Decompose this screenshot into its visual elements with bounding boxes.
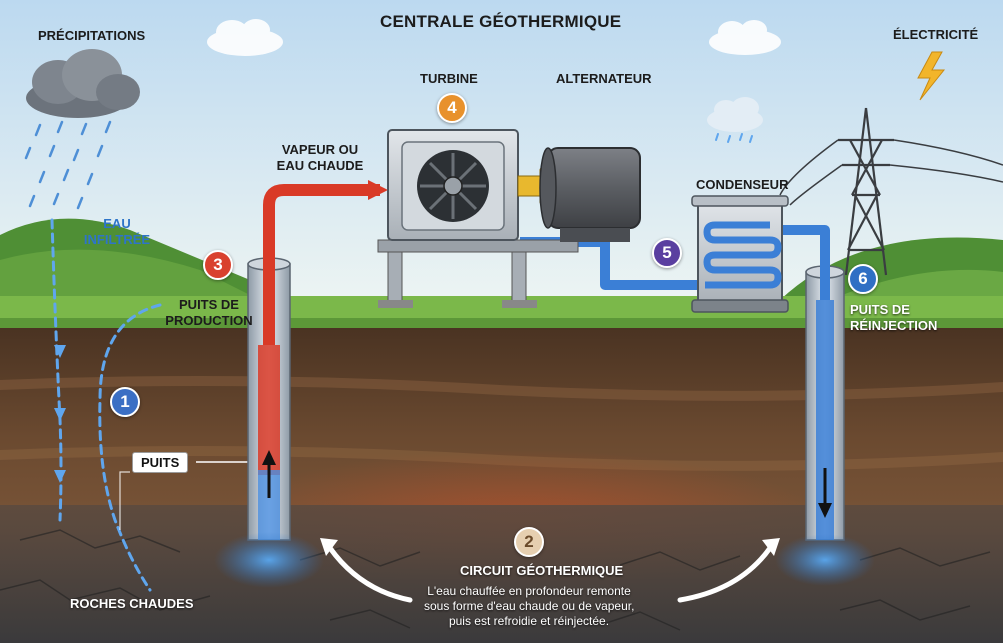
label-roches-chaudes: ROCHES CHAUDES (70, 596, 194, 611)
label-prod-line1: PUITS DE (179, 297, 239, 312)
label-reinj-line1: PUITS DE (850, 302, 910, 317)
step-badge-4: 4 (437, 93, 467, 123)
step-badge-3: 3 (203, 250, 233, 280)
label-circuit-geothermique: CIRCUIT GÉOTHERMIQUE (460, 563, 624, 578)
label-alternateur: ALTERNATEUR (556, 71, 652, 86)
label-eau-line1: EAU (103, 216, 131, 231)
label-condenseur: CONDENSEUR (696, 177, 789, 192)
label-eau-infiltree: EAU INFILTRÉE (82, 216, 152, 248)
label-reinj-line2: RÉINJECTION (850, 318, 938, 333)
label-vapeur-line1: VAPEUR OU (281, 142, 359, 157)
label-puits: PUITS (132, 452, 189, 473)
page-title: CENTRALE GÉOTHERMIQUE (380, 12, 622, 31)
circuit-description: L'eau chauffée en profondeur remonte sou… (424, 584, 634, 629)
rain-cloud-icon (24, 49, 140, 210)
lightning-icon (917, 51, 946, 101)
label-precipitations: PRÉCIPITATIONS (38, 28, 146, 43)
label-vapeur-line2: EAU CHAUDE (276, 158, 364, 173)
step-badge-2: 2 (514, 527, 544, 557)
condenser-icon (691, 195, 789, 313)
label-prod-line2: PRODUCTION (165, 313, 253, 328)
label-turbine: TURBINE (420, 71, 478, 86)
step-badge-6: 6 (848, 264, 878, 294)
label-puits-reinjection: PUITS DE RÉINJECTION (850, 302, 937, 334)
power-pylon-icon (779, 107, 1003, 276)
label-puits-production: PUITS DE PRODUCTION (163, 297, 255, 329)
label-vapeur: VAPEUR OU EAU CHAUDE (272, 142, 368, 174)
description-line2: sous forme d'eau chaude ou de vapeur, (424, 599, 635, 613)
label-electricite: ÉLECTRICITÉ (893, 27, 979, 42)
label-eau-line2: INFILTRÉE (83, 232, 151, 247)
step-badge-5: 5 (652, 238, 682, 268)
description-line3: puis est refroidie et réinjectée. (448, 614, 610, 628)
turbine-icon (377, 129, 579, 308)
reinjection-well (805, 265, 845, 541)
alternator-icon (539, 147, 641, 242)
step-badge-1: 1 (110, 387, 140, 417)
description-line1: L'eau chauffée en profondeur remonte (427, 584, 631, 598)
